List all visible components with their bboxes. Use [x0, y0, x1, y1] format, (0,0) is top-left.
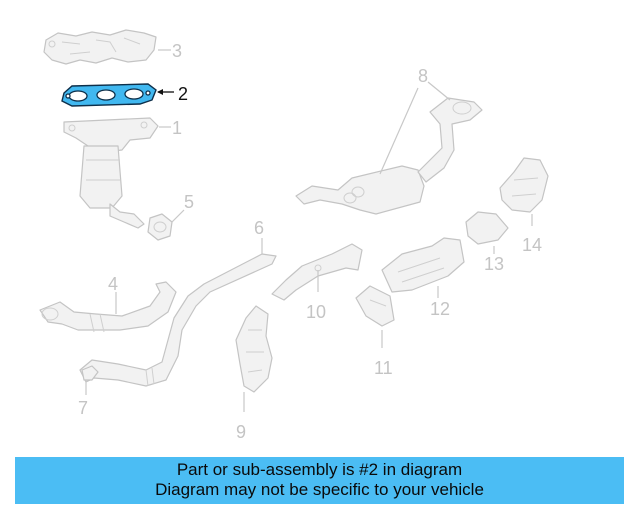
callout-13: 13: [484, 254, 504, 274]
leader-2-arrow: [157, 89, 163, 95]
callout-11: 11: [374, 358, 393, 378]
leader-8b: [427, 81, 451, 101]
part-3-heat-shield[interactable]: [43, 29, 157, 65]
leader-8a: [379, 87, 419, 175]
part-12-heat-shield[interactable]: [381, 237, 465, 293]
part-6-intermediate-pipe[interactable]: [79, 253, 277, 387]
callout-5: 5: [184, 192, 194, 212]
banner-line-2: Diagram may not be specific to your vehi…: [155, 480, 484, 499]
part-11-bracket[interactable]: [355, 285, 395, 327]
callout-6: 6: [254, 218, 264, 238]
leader-5: [171, 209, 185, 223]
part-8-muffler[interactable]: [295, 97, 483, 215]
callout-2: 2: [178, 84, 188, 104]
callout-3: 3: [172, 41, 182, 61]
part-13-heat-shield[interactable]: [465, 211, 509, 245]
callout-8: 8: [418, 66, 428, 86]
part-1-manifold-converter[interactable]: [63, 117, 159, 229]
callout-12: 12: [430, 299, 450, 319]
callout-14: 14: [522, 235, 542, 255]
part-14-heat-shield[interactable]: [499, 157, 549, 213]
parts-diagram: 3 2 1 5 4 6: [39, 29, 549, 442]
part-9-heat-shield[interactable]: [235, 305, 273, 393]
callout-1: 1: [172, 118, 182, 138]
info-banner: Part or sub-assembly is #2 in diagram Di…: [15, 457, 624, 504]
callout-4: 4: [108, 274, 118, 294]
banner-line-1: Part or sub-assembly is #2 in diagram: [176, 460, 463, 479]
part-2-manifold-gasket[interactable]: [61, 83, 157, 107]
part-4-front-pipe[interactable]: [39, 281, 177, 333]
callout-9: 9: [236, 422, 246, 442]
callout-10: 10: [306, 302, 326, 322]
part-7-clamp[interactable]: [81, 365, 99, 381]
part-10-pipe-shield[interactable]: [271, 243, 363, 301]
part-5-flange-gasket[interactable]: [147, 213, 173, 241]
callout-7: 7: [78, 398, 88, 418]
